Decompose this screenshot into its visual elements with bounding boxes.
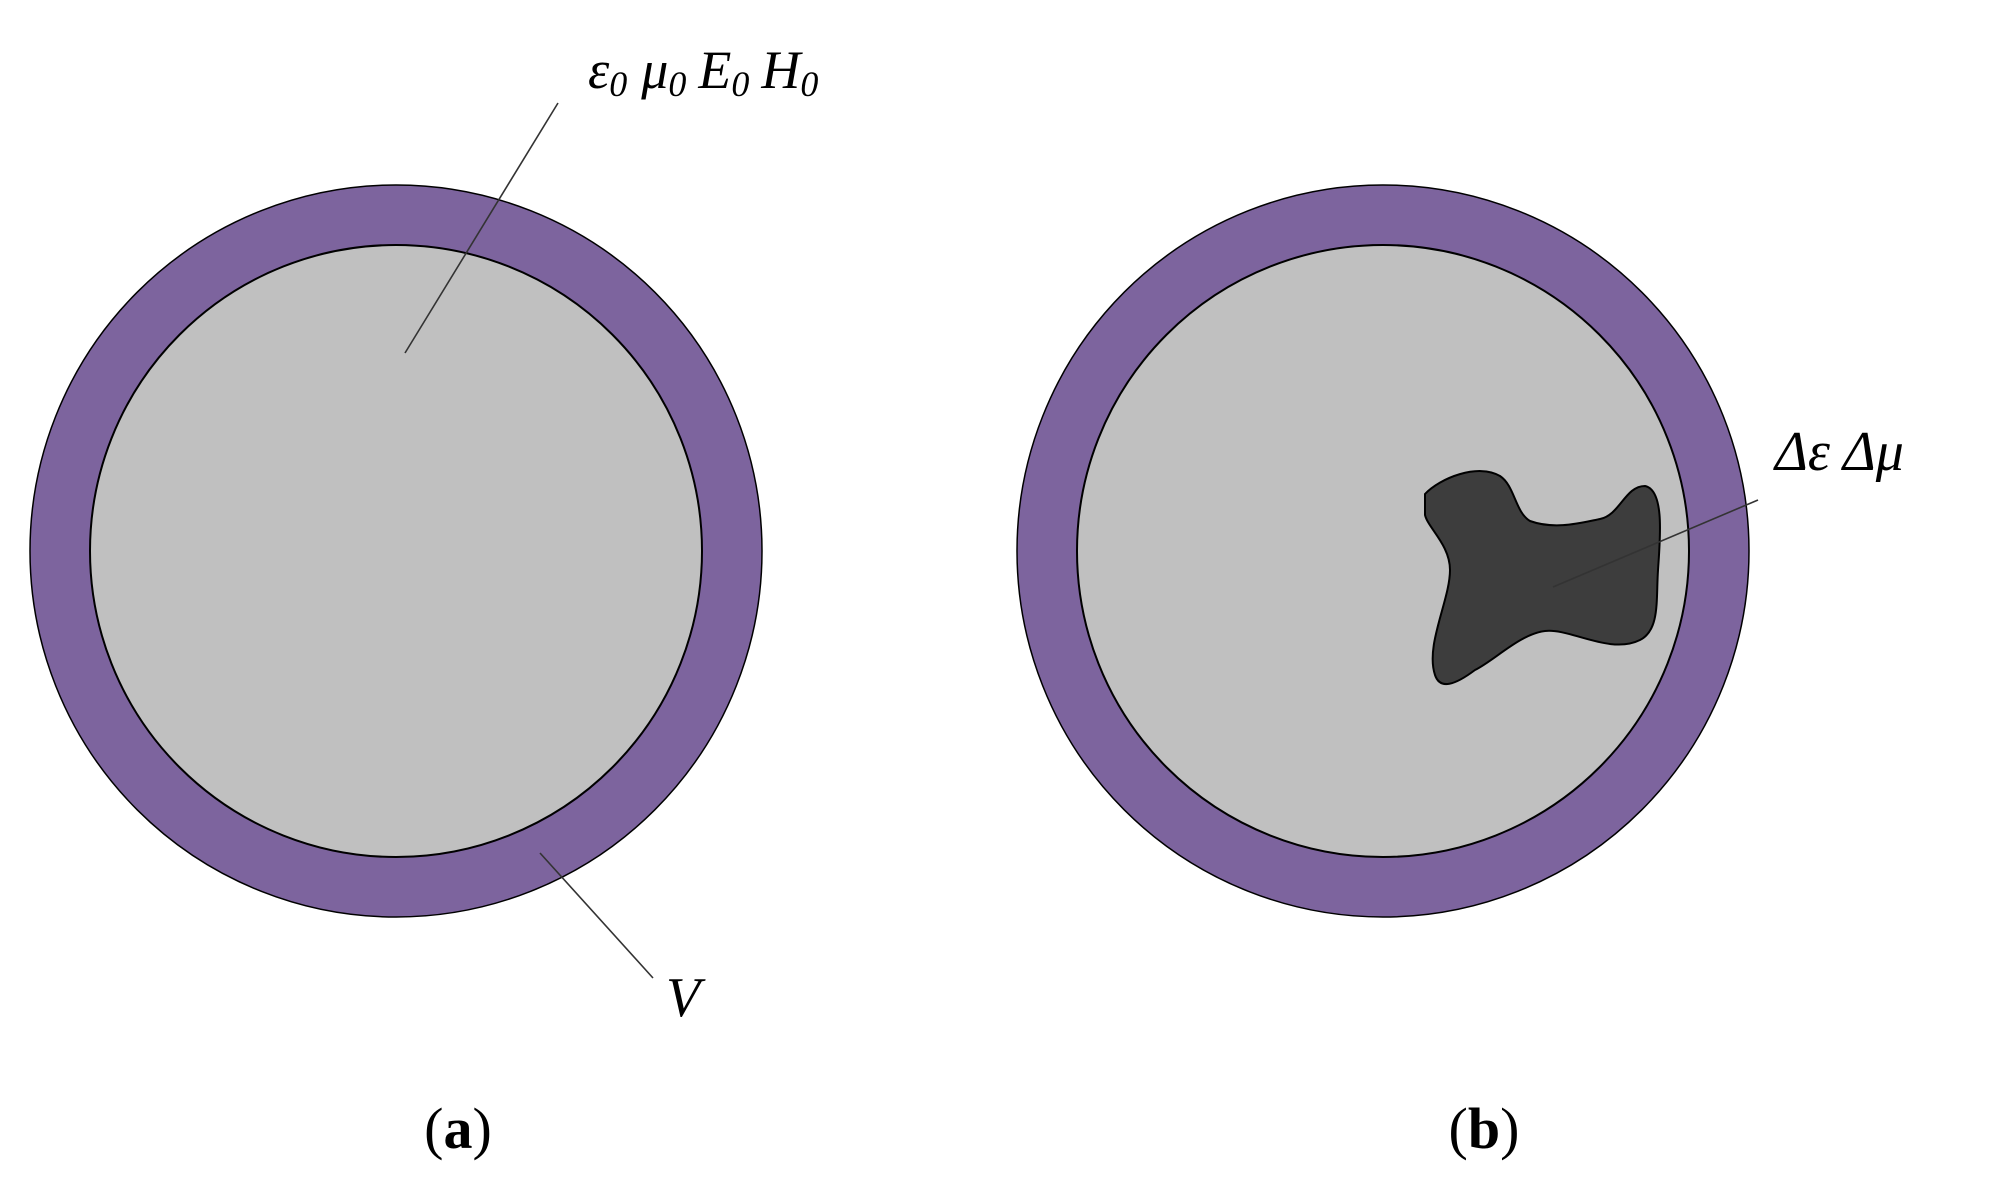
caption-a-close-paren: ) xyxy=(473,1096,492,1161)
volume-label-leader-line xyxy=(539,852,654,979)
e-field-subscript: 0 xyxy=(731,64,749,104)
caption-b-close-paren: ) xyxy=(1500,1096,1519,1161)
field-label-leader-line xyxy=(404,102,559,354)
cavity-interior-b xyxy=(1076,244,1690,858)
perturbation-label-leader-line xyxy=(1552,499,1759,588)
cavity-interior-a xyxy=(89,244,703,858)
caption-a-letter: a xyxy=(444,1096,473,1161)
h-field-symbol: H xyxy=(760,40,803,100)
e-field-symbol: E xyxy=(697,40,731,100)
panel-a-caption: (a) xyxy=(424,1096,492,1161)
caption-b-open-paren: ( xyxy=(1449,1096,1468,1161)
caption-a-open-paren: ( xyxy=(424,1096,443,1161)
perturbation-region xyxy=(1424,470,1662,685)
mu-symbol: μ xyxy=(640,40,668,100)
panel-b-caption: (b) xyxy=(1449,1096,1520,1161)
caption-b-letter: b xyxy=(1468,1096,1500,1161)
volume-label: V xyxy=(666,967,706,1029)
perturbation-label: Δε Δμ xyxy=(1773,421,1904,483)
h-field-subscript: 0 xyxy=(800,64,818,104)
epsilon-subscript: 0 xyxy=(609,64,627,104)
epsilon-symbol: ε xyxy=(588,40,610,100)
mu-subscript: 0 xyxy=(668,64,686,104)
panel-b: Δε Δμ (b) xyxy=(1016,184,1904,1161)
